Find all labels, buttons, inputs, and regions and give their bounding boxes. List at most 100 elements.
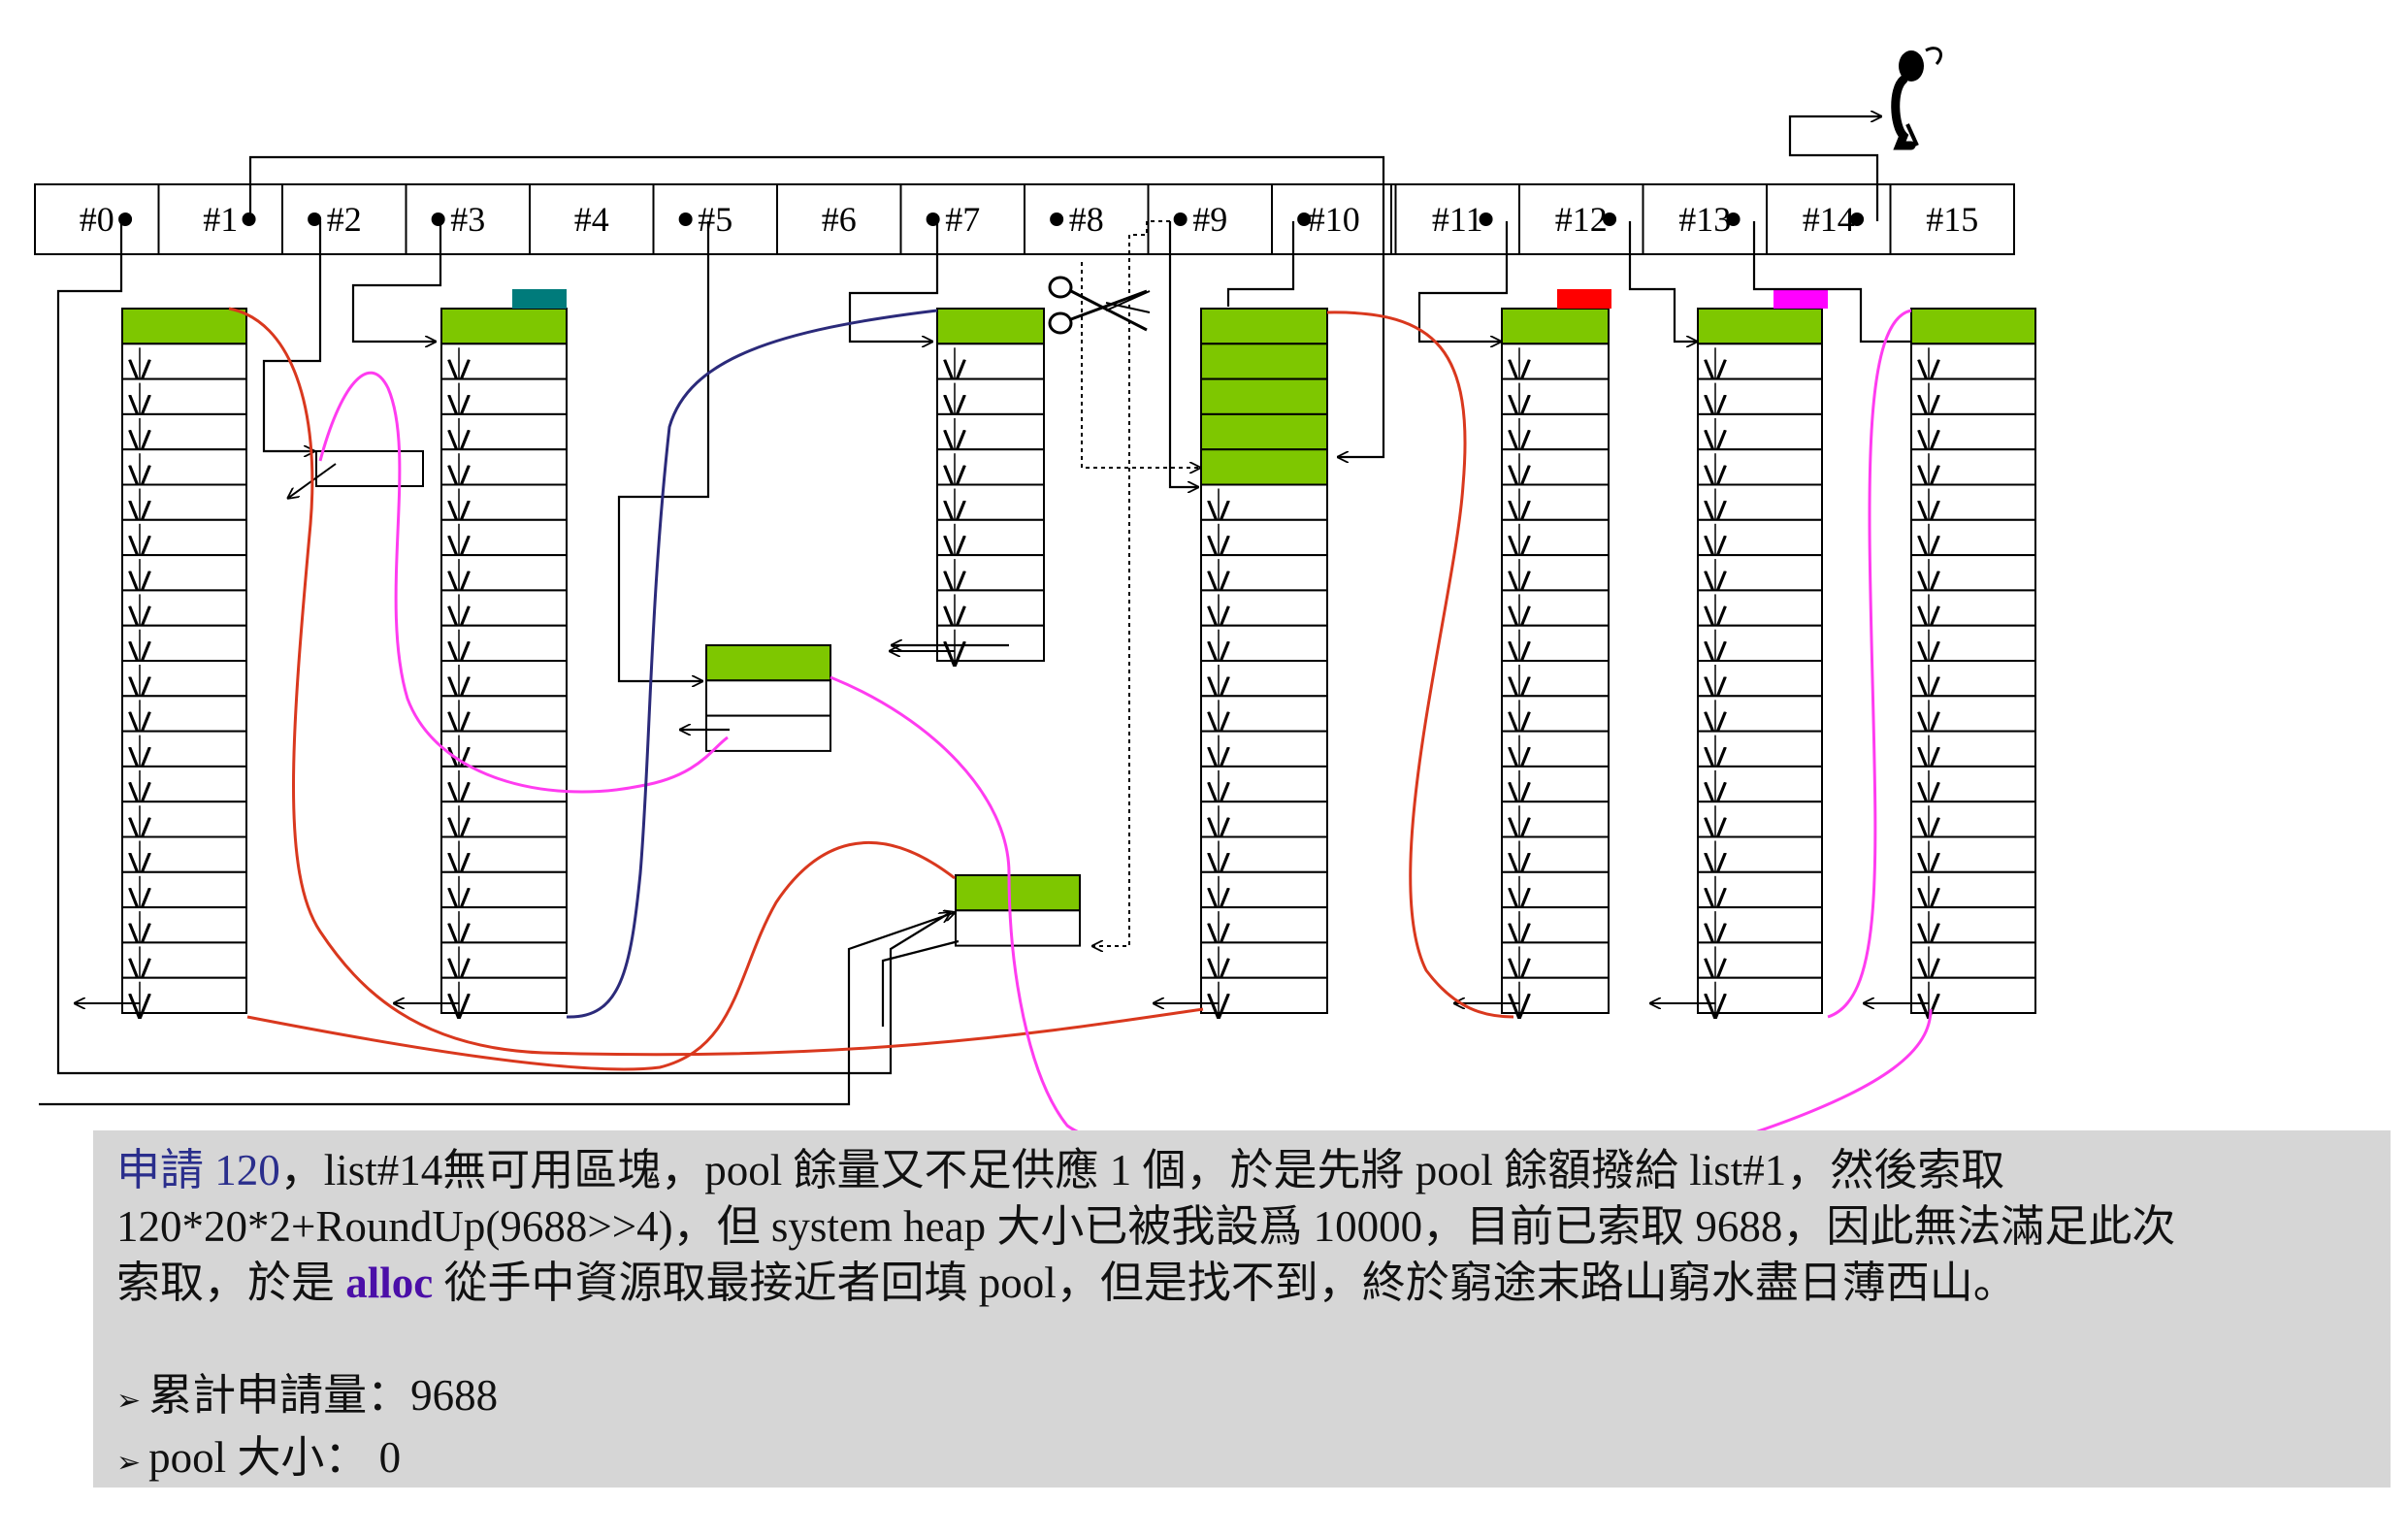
free-chunk xyxy=(121,554,247,592)
free-list-label: #6 xyxy=(822,200,857,239)
free-list-label: #2 xyxy=(327,200,362,239)
free-chunk xyxy=(440,343,568,380)
free-chunk xyxy=(440,906,568,944)
free-chunk xyxy=(1697,377,1823,415)
free-list-cell xyxy=(1394,183,1520,255)
free-chunk xyxy=(440,448,568,486)
note-line-1: 申請 120，list#14無可用區塊，pool 餘量又不足供應 1 個，於是先… xyxy=(116,1142,2367,1198)
red-marker xyxy=(1557,289,1611,309)
free-chunk xyxy=(1200,870,1328,909)
free-chunk xyxy=(1697,554,1823,592)
free-chunk xyxy=(1910,554,2036,592)
chunk-columns xyxy=(74,308,2036,1019)
free-chunk xyxy=(936,589,1045,627)
free-chunk xyxy=(1910,870,2036,909)
free-list-label: #15 xyxy=(1926,200,1978,239)
connector-list12 xyxy=(1628,221,1698,342)
free-chunk xyxy=(121,412,247,451)
free-chunk xyxy=(1200,730,1328,768)
connector-list0 xyxy=(56,221,951,1075)
free-chunk xyxy=(1501,554,1610,592)
free-chunk xyxy=(440,870,568,909)
free-chunk xyxy=(1910,483,2036,521)
free-chunk xyxy=(121,448,247,486)
free-chunk xyxy=(121,483,247,521)
note-line-2: 120*20*2+RoundUp(9688>>4)，但 system heap … xyxy=(116,1202,2176,1251)
note-line-1-text: ，list#14無可用區塊，pool 餘量又不足供應 1 個，於是先將 pool… xyxy=(279,1146,2005,1194)
free-list-cell xyxy=(34,183,160,255)
explanation-note: 申請 120，list#14無可用區塊，pool 餘量又不足供應 1 個，於是先… xyxy=(93,1130,2391,1488)
free-chunk xyxy=(1200,660,1328,698)
free-chunk xyxy=(1910,660,2036,698)
free-list-cell xyxy=(1889,183,2015,255)
allocated-chunk xyxy=(1697,308,1823,345)
free-chunk xyxy=(1501,765,1610,803)
pointer-dot xyxy=(1850,213,1865,226)
free-chunk xyxy=(1200,624,1328,663)
free-chunk xyxy=(1501,976,1610,1015)
free-chunk xyxy=(1200,906,1328,944)
note-line-3: 索取，於是 alloc 從手中資源取最接近者回填 pool，但是找不到，終於窮途… xyxy=(116,1255,2367,1311)
free-chunk xyxy=(1910,976,2036,1015)
connector-list9 xyxy=(1168,221,1199,487)
free-chunk xyxy=(936,448,1045,486)
free-chunk xyxy=(1501,695,1610,733)
free-chunk xyxy=(121,589,247,627)
free-chunk xyxy=(440,660,568,698)
header-connectors xyxy=(39,116,1911,1106)
free-chunk xyxy=(1697,624,1823,663)
chunk-column xyxy=(705,644,831,752)
free-chunk xyxy=(121,343,247,380)
free-chunk xyxy=(121,870,247,909)
allocated-chunk xyxy=(1200,412,1328,451)
free-chunk xyxy=(1501,412,1610,451)
free-chunk xyxy=(936,518,1045,557)
free-chunk xyxy=(1200,518,1328,557)
free-list-label: #10 xyxy=(1308,200,1360,239)
pointer-dot xyxy=(1050,213,1064,226)
connector-list10 xyxy=(1226,221,1295,307)
free-chunk xyxy=(121,765,247,803)
navy-link xyxy=(566,309,938,1019)
allocated-chunk xyxy=(440,308,568,345)
free-chunk xyxy=(1697,412,1823,451)
free-chunk xyxy=(1501,483,1610,521)
bullet-text: pool 大小： 0 xyxy=(148,1433,402,1482)
free-chunk xyxy=(955,909,1081,947)
free-chunk xyxy=(1910,377,2036,415)
note-line-3-c: 從手中資源取最接近者回填 pool，但是找不到，終於窮途末路山窮水盡日薄西山。 xyxy=(433,1259,2017,1307)
free-chunk xyxy=(1697,835,1823,873)
connector-list3 xyxy=(351,221,442,342)
bullet-arrow-icon: ➢ xyxy=(116,1384,142,1418)
free-chunk xyxy=(440,483,568,521)
request-size-text: 申請 120 xyxy=(116,1146,280,1194)
free-list-cell xyxy=(1766,183,1892,255)
free-chunk xyxy=(1697,801,1823,838)
pointer-dot xyxy=(1173,213,1188,226)
chunk-column xyxy=(393,308,568,1019)
allocated-chunk xyxy=(1200,343,1328,380)
free-chunk xyxy=(1910,765,2036,803)
connector-list5 xyxy=(617,221,710,681)
free-chunk xyxy=(1697,448,1823,486)
free-chunk xyxy=(1910,518,2036,557)
pointer-dot xyxy=(242,213,256,226)
free-chunk xyxy=(936,343,1045,380)
free-list-cell xyxy=(1642,183,1768,255)
free-chunk xyxy=(1697,976,1823,1015)
free-chunk xyxy=(121,518,247,557)
free-chunk xyxy=(440,976,568,1015)
chunk-column xyxy=(889,308,1045,667)
free-chunk xyxy=(1501,343,1610,380)
pool-link-inner xyxy=(881,939,960,1027)
free-chunk xyxy=(1910,624,2036,663)
free-chunk xyxy=(1697,941,1823,979)
connector-list2 xyxy=(262,221,322,451)
bullet-text: 累計申請量：9688 xyxy=(148,1371,499,1420)
chunk-column xyxy=(74,308,247,1019)
free-chunk xyxy=(440,377,568,415)
free-chunk xyxy=(1501,589,1610,627)
free-chunk xyxy=(440,835,568,873)
free-chunk xyxy=(1501,801,1610,838)
connector-list7 xyxy=(848,221,939,342)
